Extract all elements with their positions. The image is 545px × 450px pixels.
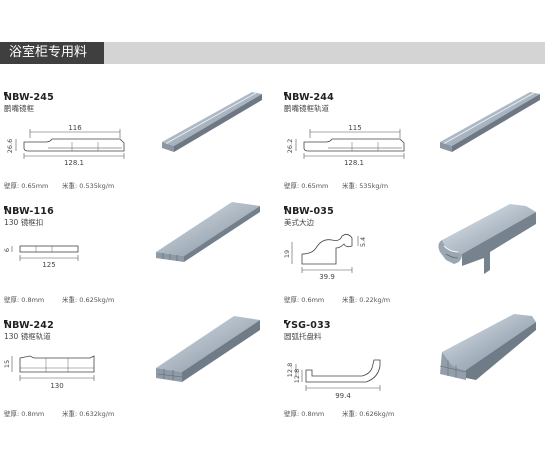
dim-left: 26.6 — [6, 139, 14, 153]
dim-left: 6 — [3, 248, 11, 252]
profile-render — [162, 92, 262, 152]
product-code: NBW-244 — [284, 92, 334, 103]
cross-section-drawing: 115 26.2 128.1 — [286, 124, 405, 167]
dim-bottom: 128.1 — [64, 159, 84, 167]
product-code: YSG-033 — [284, 320, 331, 331]
dim-top: 116 — [68, 124, 82, 132]
product-name: 美式大边 — [284, 218, 314, 227]
dim-left: 26.2 — [286, 139, 294, 153]
product-name: 130 镜框轨道 — [4, 332, 51, 341]
profile-render — [439, 314, 536, 380]
cross-section-drawing: 12.8 12.8 99.4 — [286, 359, 381, 400]
dim-bottom: 39.9 — [319, 273, 335, 281]
dim-left-1: 12.8 — [286, 363, 294, 377]
product-code: NBW-245 — [4, 92, 54, 103]
cross-section-drawing: 6 125 — [3, 245, 79, 269]
dim-bottom: 128.1 — [344, 159, 364, 167]
profile-render — [440, 92, 540, 152]
dim-left: 15 — [3, 360, 11, 368]
profile-render — [438, 204, 536, 274]
dim-bottom: 99.4 — [335, 392, 351, 400]
product-code: NBW-242 — [4, 320, 54, 331]
product-code: NBW-116 — [4, 206, 54, 217]
dim-top: 115 — [348, 124, 361, 132]
product-code: NBW-035 — [284, 206, 334, 217]
product-card-nbw-244: NBW-244 鹏嘴镜框轨道 115 26.2 128.1 壁厚: 0.65mm… — [282, 88, 542, 198]
product-name: 鹏嘴镜框轨道 — [284, 104, 329, 113]
dim-bottom: 125 — [42, 261, 55, 269]
cross-section-drawing: 116 26.6 128.1 — [6, 124, 125, 167]
dim-left-2: 12.8 — [293, 369, 301, 383]
cross-section-drawing: 15 130 — [3, 355, 95, 390]
dim-right: 5.4 — [359, 237, 367, 247]
profile-render — [156, 202, 260, 262]
dim-bottom: 130 — [50, 382, 63, 390]
profile-render — [156, 316, 260, 382]
product-name: 鹏嘴镜框 — [4, 104, 34, 113]
cross-section-drawing: 19 5.4 39.9 — [283, 234, 367, 281]
page-title: 浴室柜专用料 — [9, 45, 88, 60]
product-name: 圆弧托盘料 — [284, 332, 322, 341]
header-title-block — [0, 42, 104, 64]
dim-left: 19 — [283, 250, 291, 258]
product-name: 130 镜框扣 — [4, 218, 44, 227]
header-bar — [0, 42, 545, 64]
section-header: 浴室柜专用料 — [0, 40, 545, 66]
